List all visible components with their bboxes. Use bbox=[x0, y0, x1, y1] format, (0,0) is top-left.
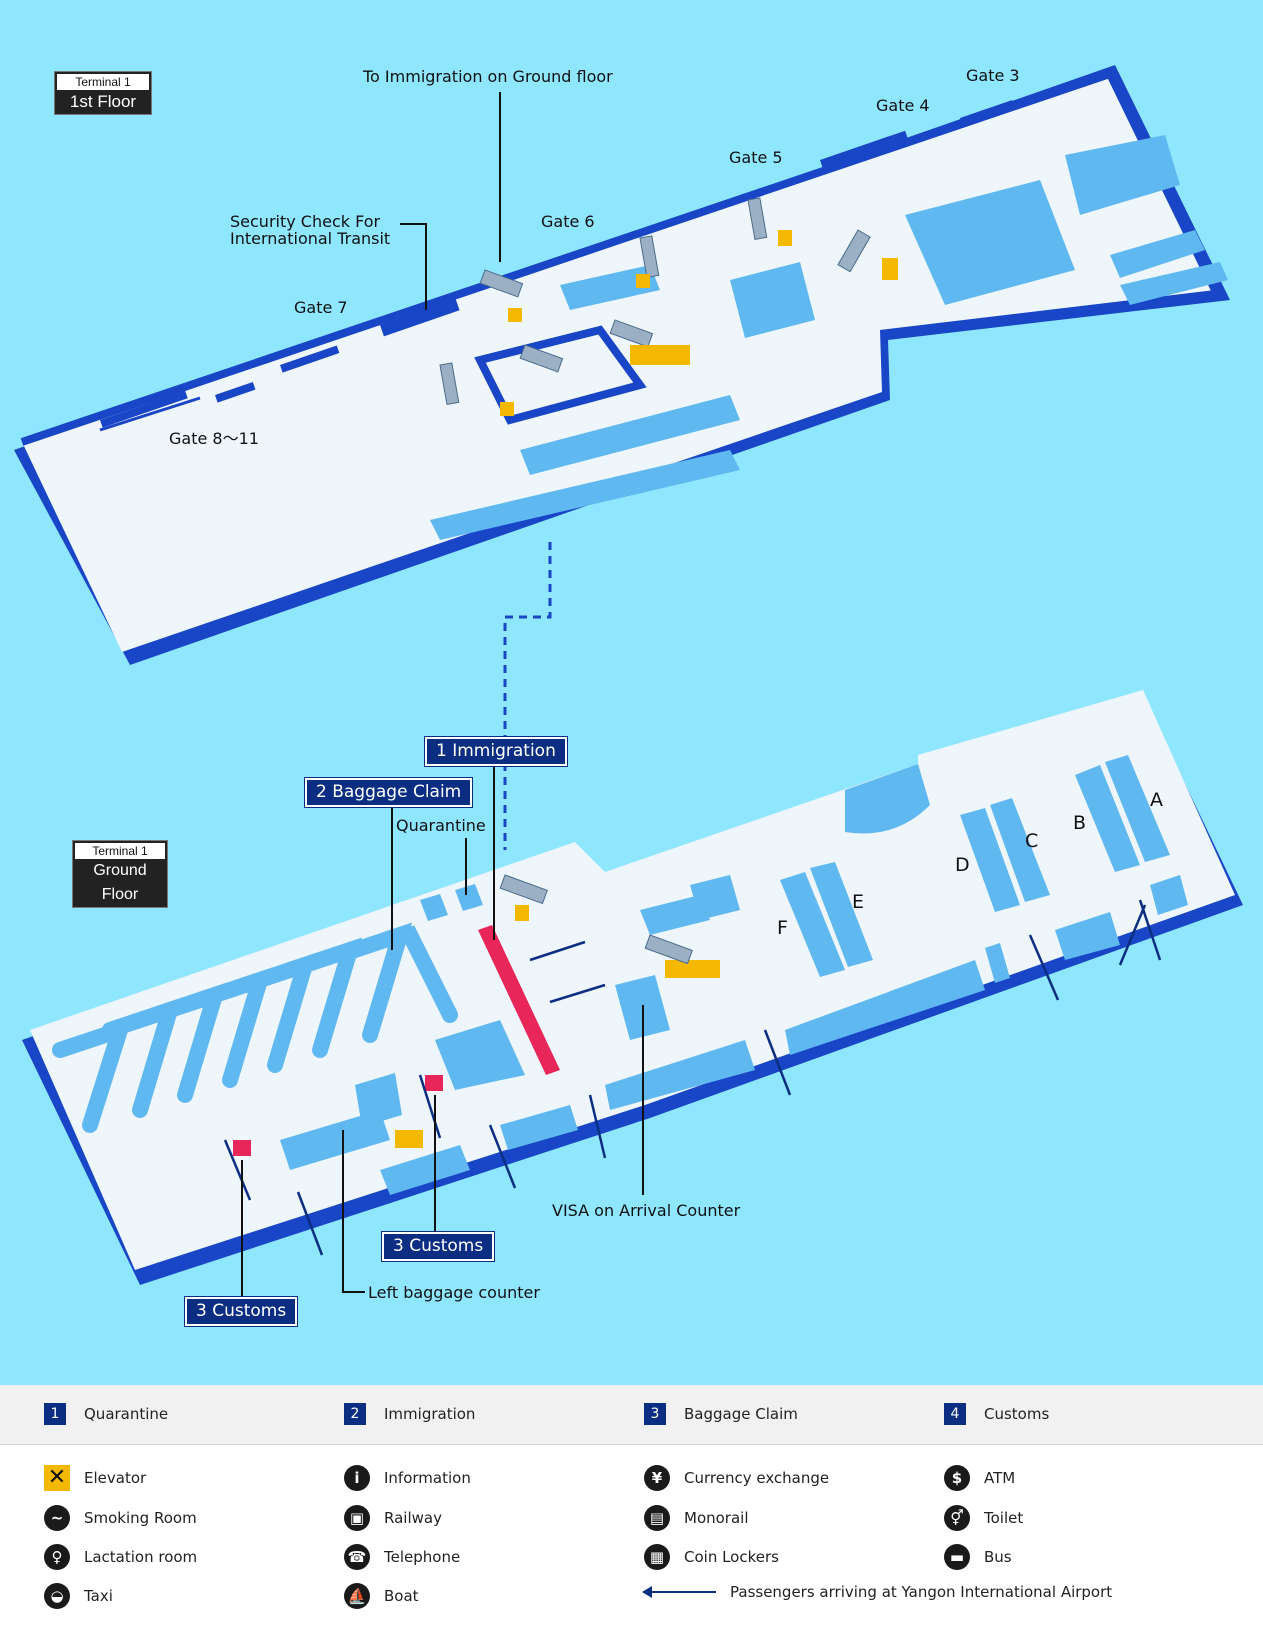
first-floor-plan bbox=[14, 65, 1230, 850]
legend-information: i Information bbox=[344, 1465, 471, 1491]
taxi-icon: ◒ bbox=[44, 1583, 70, 1609]
terminal-1-first-floor-tag: Terminal 1 1st Floor bbox=[54, 71, 152, 115]
left-baggage-label: Left baggage counter bbox=[368, 1283, 540, 1302]
legend-atm: $ ATM bbox=[944, 1465, 1015, 1491]
elevator-icon: ✕ bbox=[44, 1465, 70, 1491]
visa-counter-label: VISA on Arrival Counter bbox=[552, 1201, 741, 1220]
counter-b-label: B bbox=[1073, 812, 1087, 834]
legend-label: Customs bbox=[984, 1405, 1050, 1423]
legend-label: Monorail bbox=[684, 1509, 749, 1527]
legend-number: 1 bbox=[44, 1403, 66, 1425]
legend-label: Toilet bbox=[984, 1509, 1024, 1527]
legend-label: ATM bbox=[984, 1469, 1016, 1487]
baggage-claim-badge: 2 Baggage Claim bbox=[305, 778, 473, 807]
legend-label: Coin Lockers bbox=[684, 1548, 779, 1566]
floor-label: Ground Floor bbox=[93, 862, 147, 903]
terminal-label: Terminal 1 bbox=[75, 843, 165, 859]
legend-label: Taxi bbox=[84, 1587, 113, 1605]
legend-taxi: ◒ Taxi bbox=[44, 1583, 113, 1609]
legend-label: Baggage Claim bbox=[684, 1405, 798, 1423]
legend-toilet: ⚥ Toilet bbox=[944, 1505, 1023, 1531]
legend-label: Elevator bbox=[84, 1469, 147, 1487]
terminal-1-ground-floor-tag: Terminal 1 Ground Floor bbox=[72, 840, 168, 908]
legend-item-customs: 4 Customs bbox=[944, 1403, 1049, 1425]
legend-label: Bus bbox=[984, 1548, 1012, 1566]
legend-label: Immigration bbox=[384, 1405, 476, 1423]
quarantine-label: Quarantine bbox=[396, 816, 486, 835]
legend-monorail: ▤ Monorail bbox=[644, 1505, 749, 1531]
smoking-room-icon: ~ bbox=[44, 1505, 70, 1531]
counter-e-label: E bbox=[852, 891, 865, 913]
legend-railway: ▣ Railway bbox=[344, 1505, 442, 1531]
information-icon: i bbox=[344, 1465, 370, 1491]
gate-8-11-label: Gate 8～11 bbox=[169, 429, 259, 448]
security-check-label: Security Check For International Transit bbox=[230, 212, 391, 248]
legend-boat: ⛵ Boat bbox=[344, 1583, 419, 1609]
gate-5-label: Gate 5 bbox=[729, 148, 783, 167]
customs-badge-1: 3 Customs bbox=[382, 1232, 495, 1261]
legend-label: Quarantine bbox=[84, 1405, 169, 1423]
legend-label: Lactation room bbox=[84, 1548, 198, 1566]
legend-numbered: 1 Quarantine 2 Immigration 3 Baggage Cla… bbox=[0, 1385, 1263, 1445]
floor-plan-drawing bbox=[14, 65, 1243, 1300]
legend-currency-exchange: ¥ Currency exchange bbox=[644, 1465, 829, 1491]
gate-4-label: Gate 4 bbox=[876, 96, 930, 115]
legend-icons: ✕ Elevator i Information ¥ Currency exch… bbox=[0, 1445, 1263, 1636]
legend-telephone: ☎ Telephone bbox=[344, 1544, 460, 1570]
toilet-icon: ⚥ bbox=[944, 1505, 970, 1531]
counter-f-label: F bbox=[777, 917, 788, 939]
counter-c-label: C bbox=[1025, 830, 1039, 852]
to-immigration-label: To Immigration on Ground floor bbox=[363, 67, 613, 86]
gate-6-label: Gate 6 bbox=[541, 212, 595, 231]
floor-label: 1st Floor bbox=[69, 92, 137, 111]
coin-lockers-icon: ▦ bbox=[644, 1544, 670, 1570]
counter-d-label: D bbox=[955, 854, 970, 876]
legend-number: 2 bbox=[344, 1403, 366, 1425]
ground-floor-plan bbox=[22, 690, 1243, 1300]
boat-icon: ⛵ bbox=[344, 1583, 370, 1609]
legend-label: Currency exchange bbox=[684, 1469, 830, 1487]
legend-label: Telephone bbox=[384, 1548, 461, 1566]
arrow-left-icon bbox=[642, 1586, 716, 1598]
legend-item-baggage-claim: 3 Baggage Claim bbox=[644, 1403, 798, 1425]
terminal-label: Terminal 1 bbox=[57, 74, 149, 90]
legend-number: 4 bbox=[944, 1403, 966, 1425]
atm-icon: $ bbox=[944, 1465, 970, 1491]
lactation-room-icon: ♀ bbox=[44, 1544, 70, 1570]
monorail-icon: ▤ bbox=[644, 1505, 670, 1531]
bus-icon: ▬ bbox=[944, 1544, 970, 1570]
legend-label: Passengers arriving at Yangon Internatio… bbox=[730, 1583, 1113, 1601]
legend-coin-lockers: ▦ Coin Lockers bbox=[644, 1544, 779, 1570]
gate-7-label: Gate 7 bbox=[294, 298, 348, 317]
legend-label: Boat bbox=[384, 1587, 419, 1605]
counter-a-label: A bbox=[1150, 789, 1163, 811]
legend-smoking-room: ~ Smoking Room bbox=[44, 1505, 197, 1531]
legend-label: Information bbox=[384, 1469, 471, 1487]
gate-3-label: Gate 3 bbox=[966, 66, 1020, 85]
customs-badge-2: 3 Customs bbox=[185, 1297, 298, 1326]
currency-exchange-icon: ¥ bbox=[644, 1465, 670, 1491]
legend-label: Smoking Room bbox=[84, 1509, 197, 1527]
legend-passengers-arrow: Passengers arriving at Yangon Internatio… bbox=[642, 1583, 1113, 1601]
legend-bus: ▬ Bus bbox=[944, 1544, 1012, 1570]
legend-item-quarantine: 1 Quarantine bbox=[44, 1403, 168, 1425]
legend-elevator: ✕ Elevator bbox=[44, 1465, 146, 1491]
legend-label: Railway bbox=[384, 1509, 442, 1527]
telephone-icon: ☎ bbox=[344, 1544, 370, 1570]
legend-lactation-room: ♀ Lactation room bbox=[44, 1544, 197, 1570]
legend-item-immigration: 2 Immigration bbox=[344, 1403, 475, 1425]
railway-icon: ▣ bbox=[344, 1505, 370, 1531]
legend-number: 3 bbox=[644, 1403, 666, 1425]
airport-map: Terminal 1 1st Floor To Immigration on G… bbox=[0, 0, 1263, 1385]
immigration-badge: 1 Immigration bbox=[425, 737, 567, 766]
